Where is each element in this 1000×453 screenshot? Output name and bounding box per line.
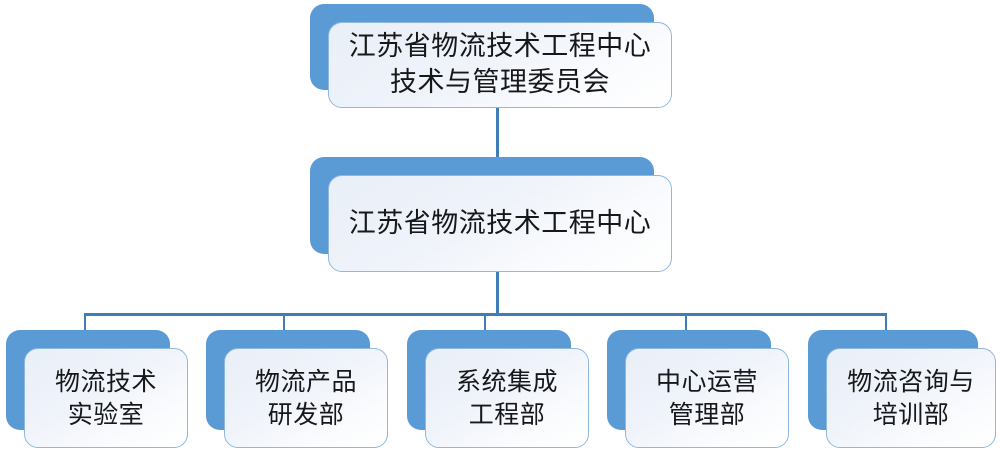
connector-drop-dept-3 — [484, 313, 486, 338]
connector-center-to-bus — [496, 268, 499, 315]
node-technical-management-committee[interactable]: 江苏省物流技术工程中心 技术与管理委员会 — [310, 4, 672, 108]
node-label-department-3: 系统集成 工程部 — [455, 367, 558, 429]
node-label-department-1: 物流技术 实验室 — [54, 367, 157, 429]
node-front-panel: 物流产品 研发部 — [224, 348, 388, 448]
connector-committee-to-center — [496, 104, 499, 174]
node-department-logistics-product-rnd[interactable]: 物流产品 研发部 — [206, 330, 388, 448]
node-jiangsu-logistics-engineering-center[interactable]: 江苏省物流技术工程中心 — [310, 157, 672, 272]
node-department-logistics-consulting-training[interactable]: 物流咨询与 培训部 — [808, 330, 996, 448]
node-department-center-operations-management[interactable]: 中心运营 管理部 — [607, 330, 789, 448]
connector-drop-dept-4 — [685, 313, 687, 338]
node-label-center: 江苏省物流技术工程中心 — [348, 207, 652, 239]
node-front-panel: 中心运营 管理部 — [625, 348, 789, 448]
node-front-panel: 系统集成 工程部 — [425, 348, 589, 448]
node-department-system-integration-engineering[interactable]: 系统集成 工程部 — [407, 330, 589, 448]
node-front-panel: 物流技术 实验室 — [24, 348, 188, 448]
node-label-department-4: 中心运营 管理部 — [655, 367, 758, 429]
node-front-panel: 江苏省物流技术工程中心 — [328, 175, 672, 272]
node-label-department-5: 物流咨询与 培训部 — [847, 367, 975, 429]
node-front-panel: 物流咨询与 培训部 — [826, 348, 996, 448]
connector-drop-dept-1 — [84, 313, 86, 338]
node-front-panel: 江苏省物流技术工程中心 技术与管理委员会 — [328, 22, 672, 108]
node-department-logistics-technology-lab[interactable]: 物流技术 实验室 — [6, 330, 188, 448]
connector-drop-dept-5 — [885, 313, 887, 338]
node-label-department-2: 物流产品 研发部 — [254, 367, 357, 429]
node-label-committee: 江苏省物流技术工程中心 技术与管理委员会 — [348, 31, 652, 98]
connector-drop-dept-2 — [283, 313, 285, 338]
